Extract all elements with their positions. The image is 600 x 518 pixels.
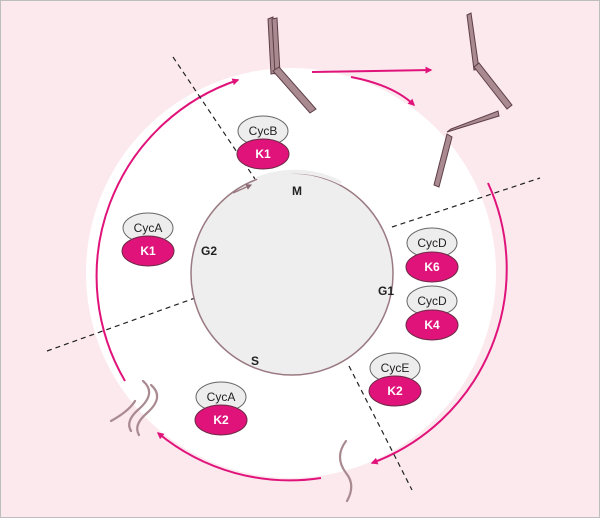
phase-label-s: S	[251, 354, 259, 368]
complex-cycb-k1: CycB K1	[236, 115, 290, 170]
complex-cycd-k6: CycD K6	[405, 227, 459, 283]
cdk-shape	[121, 235, 175, 267]
cdk-shape	[405, 309, 459, 341]
phase-label-g2: G2	[201, 244, 217, 258]
boundary-line-m-g1	[391, 177, 541, 228]
cyclin-label: CycD	[417, 294, 447, 308]
outer-arrow-g2-to-m	[95, 78, 240, 382]
complex-cycd-k4: CycD K4	[405, 285, 459, 341]
outer-arrow-m-to-g1	[350, 76, 416, 106]
chromosome-right-icon	[433, 110, 500, 188]
cyclin-label: CycA	[134, 221, 163, 235]
cdk-label: K1	[255, 147, 271, 161]
dna-strand-bottom-icon	[338, 439, 353, 503]
phase-label-m: M	[292, 184, 302, 198]
complex-cyca-k1: CycA K1	[121, 212, 175, 267]
chromosome-top-icon	[267, 16, 317, 114]
cdk-label: K2	[213, 413, 229, 427]
boundary-line-g2-m	[172, 56, 256, 180]
cdk-shape	[368, 375, 422, 407]
cdk-shape	[194, 404, 248, 436]
cyclin-label: CycE	[381, 361, 410, 375]
cyclin-label: CycB	[249, 124, 278, 138]
outer-arrow-g1-to-s	[370, 182, 508, 465]
cdk-label: K2	[387, 384, 403, 398]
cdk-shape	[405, 251, 459, 283]
inner-circle	[190, 172, 394, 376]
chromosome-top-right-icon	[466, 12, 513, 110]
phase-label-g1: G1	[378, 284, 394, 298]
complex-cyca-k2: CycA K2	[194, 381, 248, 436]
outer-arrow-s-to-g2	[156, 432, 322, 482]
cyclin-label: CycD	[417, 236, 447, 250]
cyclin-label: CycA	[207, 390, 236, 404]
inner-circle-arrow	[232, 184, 253, 194]
complex-cyce-k2: CycE K2	[368, 352, 422, 407]
inner-circle-gap	[256, 169, 342, 185]
dna-strand-left-icon	[109, 379, 159, 437]
cdk-label: K6	[424, 260, 440, 274]
outer-arrow-m-straight	[311, 66, 433, 74]
cdk-label: K4	[424, 318, 440, 332]
cdk-label: K1	[140, 244, 156, 258]
cdk-shape	[236, 138, 290, 170]
